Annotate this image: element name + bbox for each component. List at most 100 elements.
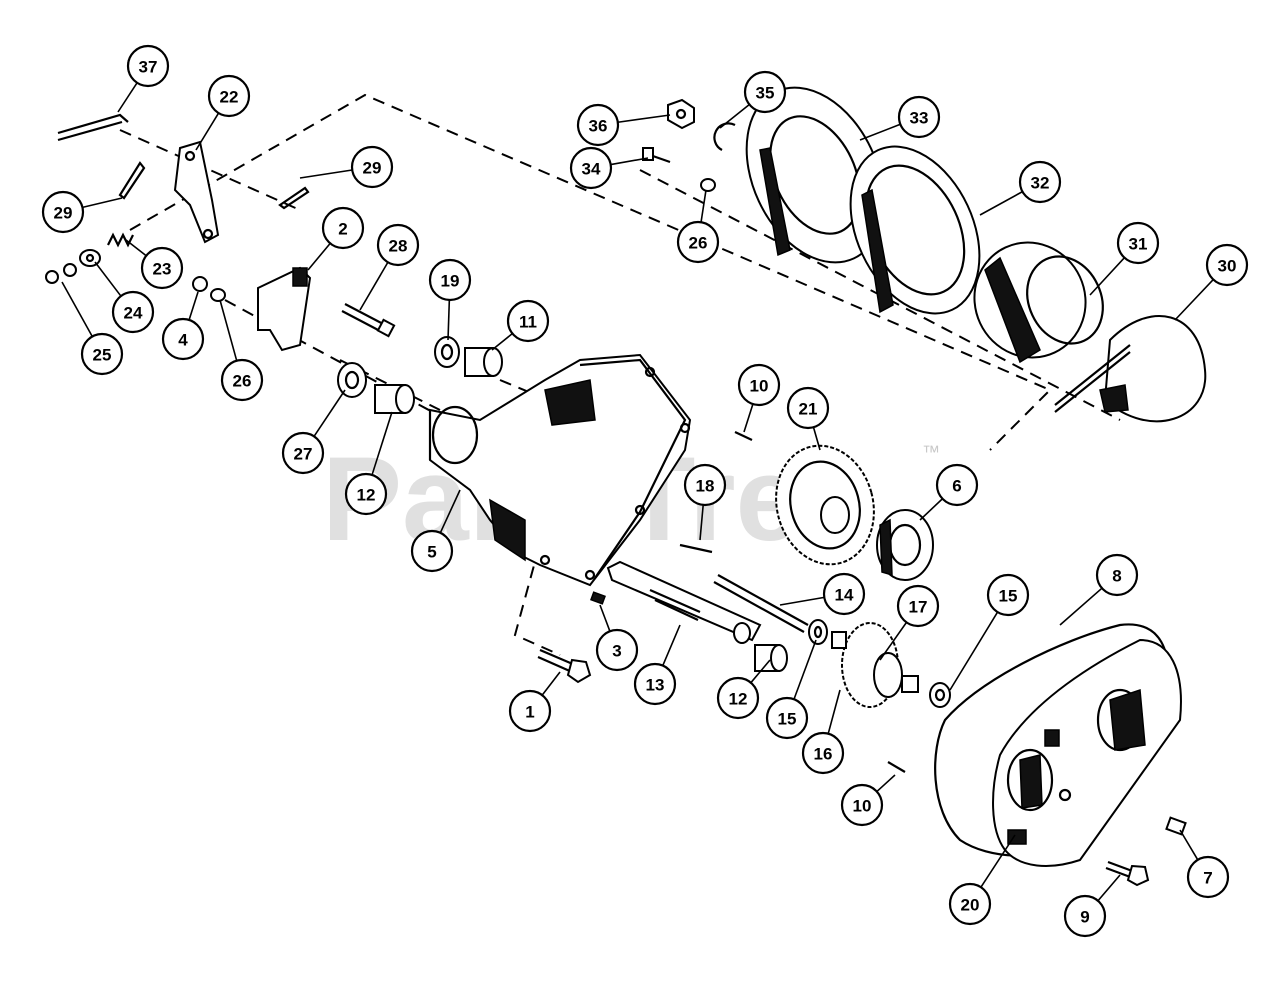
part-15-washer-right	[929, 682, 951, 708]
callout-circle	[716, 676, 760, 720]
callout-circle	[161, 317, 205, 361]
callout-circle	[508, 689, 552, 733]
part-14-shaft	[713, 574, 809, 633]
part-22-bracket-arm	[173, 140, 220, 244]
callout-number: 18	[696, 477, 715, 496]
callout-c30: 30	[1205, 243, 1249, 287]
callout-number: 21	[799, 400, 818, 419]
callout-c19: 19	[428, 258, 472, 302]
callout-circle	[1063, 894, 1107, 938]
callout-c10a: 10	[737, 363, 781, 407]
callout-number: 3	[612, 642, 621, 661]
leader-line-c15b	[949, 611, 999, 691]
part-26-lockwasher	[210, 288, 226, 302]
callout-circle	[897, 95, 941, 139]
callout-circle	[111, 290, 155, 334]
callout-number: 32	[1031, 174, 1050, 193]
leader-line-c29a	[299, 169, 353, 179]
part-12-bushing-lower	[754, 644, 788, 672]
callout-circle	[595, 628, 639, 672]
callout-c9: 9	[1063, 894, 1107, 938]
leader-line-c31	[1089, 257, 1126, 296]
callout-number: 4	[178, 331, 188, 350]
leader-line-c22	[195, 112, 220, 151]
part-5-housing	[428, 353, 692, 587]
callout-number: 29	[363, 159, 382, 178]
leader-line-c10b	[876, 774, 896, 793]
callout-number: 12	[729, 690, 748, 709]
callout-number: 31	[1129, 235, 1148, 254]
callout-number: 34	[582, 160, 601, 179]
leader-line-c25	[61, 281, 93, 337]
part-9-screw	[1105, 860, 1150, 887]
leader-line-c36	[617, 114, 671, 124]
callout-c15b: 15	[986, 573, 1030, 617]
callout-circle	[935, 463, 979, 507]
part-30-brake-band	[1054, 315, 1207, 423]
part-1-bolt	[537, 648, 592, 684]
watermark-trademark: ™	[922, 442, 940, 462]
leader-line-c20	[980, 834, 1016, 888]
callout-labels: 3722292922823242542619112712536353426333…	[41, 44, 1249, 938]
part-28-bolt	[341, 303, 396, 338]
callout-c32: 32	[1018, 160, 1062, 204]
callout-number: 9	[1080, 908, 1089, 927]
callout-number: 26	[689, 234, 708, 253]
callout-number: 10	[750, 377, 769, 396]
callout-circle	[350, 145, 394, 189]
callout-number: 15	[999, 587, 1018, 606]
callout-number: 36	[589, 117, 608, 136]
leader-line-c5	[439, 489, 461, 534]
leader-line-c16	[827, 689, 841, 734]
leader-line-c17	[879, 621, 908, 661]
callout-circle	[822, 572, 866, 616]
part-34-screw	[642, 147, 671, 164]
callout-circle	[220, 358, 264, 402]
callout-number: 6	[952, 477, 961, 496]
leader-line-c8	[1059, 587, 1103, 626]
callout-circle	[676, 220, 720, 264]
callout-circle	[126, 44, 170, 88]
part-26-lockwasher-upper	[700, 178, 716, 192]
callout-c28: 28	[376, 223, 420, 267]
leader-line-c13	[662, 624, 681, 666]
leader-line-c23	[125, 239, 147, 257]
callout-circle	[281, 431, 325, 475]
leader-line-c11	[491, 332, 513, 351]
callout-circle	[41, 190, 85, 234]
part-12-bushing-upper	[374, 384, 415, 414]
part-31-hub	[973, 241, 1104, 364]
callout-circle	[1095, 553, 1139, 597]
callout-number: 35	[756, 84, 775, 103]
part-25-nuts	[45, 263, 77, 284]
callout-c35: 35	[743, 70, 787, 114]
leader-line-c12a	[371, 411, 393, 476]
part-10-pin-lower	[887, 761, 906, 773]
callout-number: 7	[1203, 869, 1212, 888]
leader-line-c34	[610, 157, 649, 166]
callout-number: 23	[153, 260, 172, 279]
part-16-17-cluster-gear	[831, 622, 919, 708]
callout-circle	[428, 258, 472, 302]
callout-circle	[207, 74, 251, 118]
callout-number: 24	[124, 304, 143, 323]
leader-line-c1	[541, 671, 561, 696]
callout-c26b: 26	[676, 220, 720, 264]
callout-c20: 20	[948, 882, 992, 926]
callout-circle	[344, 472, 388, 516]
callout-c12a: 12	[344, 472, 388, 516]
leader-line-c26a	[219, 299, 238, 361]
callout-c5: 5	[410, 529, 454, 573]
callout-number: 15	[778, 710, 797, 729]
leader-line-c32	[979, 190, 1023, 216]
part-7-plug	[1165, 816, 1187, 836]
part-18-pin	[679, 543, 713, 554]
part-2-mounting-bracket	[257, 266, 312, 352]
part-15-washer-left	[808, 619, 828, 645]
part-4-nut	[192, 276, 208, 292]
callout-circle	[80, 332, 124, 376]
callout-circle	[321, 206, 365, 250]
part-23-spring	[107, 232, 134, 248]
callout-number: 13	[646, 676, 665, 695]
